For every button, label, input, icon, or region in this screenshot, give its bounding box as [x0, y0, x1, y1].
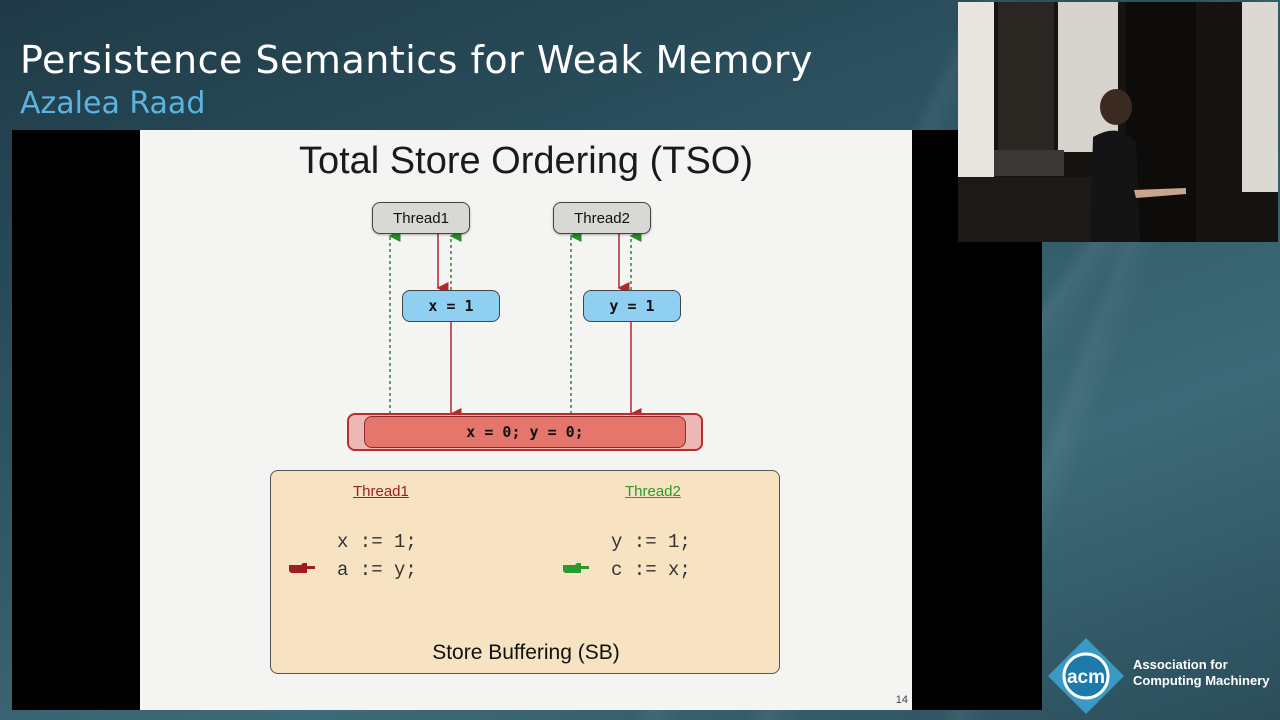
acm-org-line-2: Computing Machinery	[1133, 673, 1270, 688]
diagram-arrows	[388, 230, 642, 420]
thread2-box: Thread2	[553, 202, 651, 234]
speaker-name: Azalea Raad	[20, 86, 206, 121]
slide-page-number: 14	[895, 694, 908, 706]
thread2-line-2: c := x;	[611, 559, 691, 581]
acm-org-name: Association for Computing Machinery	[1133, 657, 1270, 689]
thread1-box: Thread1	[372, 202, 470, 234]
slide: Total Store Ordering (TSO) Thread1 Threa…	[140, 130, 912, 710]
thread2-line-1: y := 1;	[611, 531, 691, 553]
hand-pointer-icon	[289, 563, 315, 573]
store-buffer-thread2: y = 1	[583, 290, 681, 322]
program-thread2-header: Thread2	[625, 483, 681, 500]
acm-logo-icon: acm	[1048, 638, 1124, 714]
program-thread1-header: Thread1	[353, 483, 409, 500]
acm-logo-text: acm	[1067, 667, 1105, 688]
speaker-video	[958, 2, 1278, 242]
program-box: Thread1 Thread2 x := 1; a := y; y := 1; …	[270, 470, 780, 674]
acm-org-line-1: Association for	[1133, 657, 1228, 672]
talk-title: Persistence Semantics for Weak Memory	[20, 38, 814, 82]
hand-pointer-icon	[563, 563, 589, 573]
speaker-video-frame	[958, 2, 1278, 242]
store-buffer-thread1: x = 1	[402, 290, 500, 322]
thread1-line-1: x := 1;	[337, 531, 417, 553]
thread1-line-2: a := y;	[337, 559, 417, 581]
program-caption: Store Buffering (SB)	[432, 641, 620, 664]
slide-title: Total Store Ordering (TSO)	[298, 140, 754, 182]
shared-memory: x = 0; y = 0;	[364, 416, 686, 448]
